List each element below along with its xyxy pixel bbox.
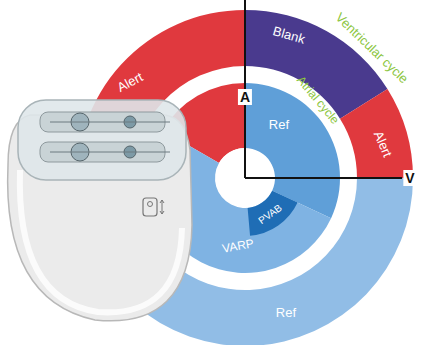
ventricular-axis bbox=[245, 177, 402, 179]
header-wire bbox=[50, 152, 170, 153]
can-highlight bbox=[20, 170, 182, 312]
axis-label: V bbox=[403, 170, 416, 186]
segment-fill bbox=[77, 10, 245, 193]
segment-label: Ref bbox=[276, 304, 296, 319]
header-wire bbox=[50, 122, 170, 123]
timing-segment: PVAB bbox=[247, 190, 298, 236]
segment-fill bbox=[150, 131, 331, 274]
timing-segment: Alert bbox=[339, 88, 413, 178]
device-symbol bbox=[160, 200, 164, 214]
device-symbol bbox=[148, 202, 153, 207]
segment-fill bbox=[78, 178, 413, 345]
segment-fill bbox=[340, 89, 413, 178]
segment-label: Ref bbox=[269, 116, 289, 131]
device-symbol bbox=[143, 198, 157, 216]
axis-label: A bbox=[238, 89, 252, 105]
pacemaker-header bbox=[18, 100, 186, 180]
